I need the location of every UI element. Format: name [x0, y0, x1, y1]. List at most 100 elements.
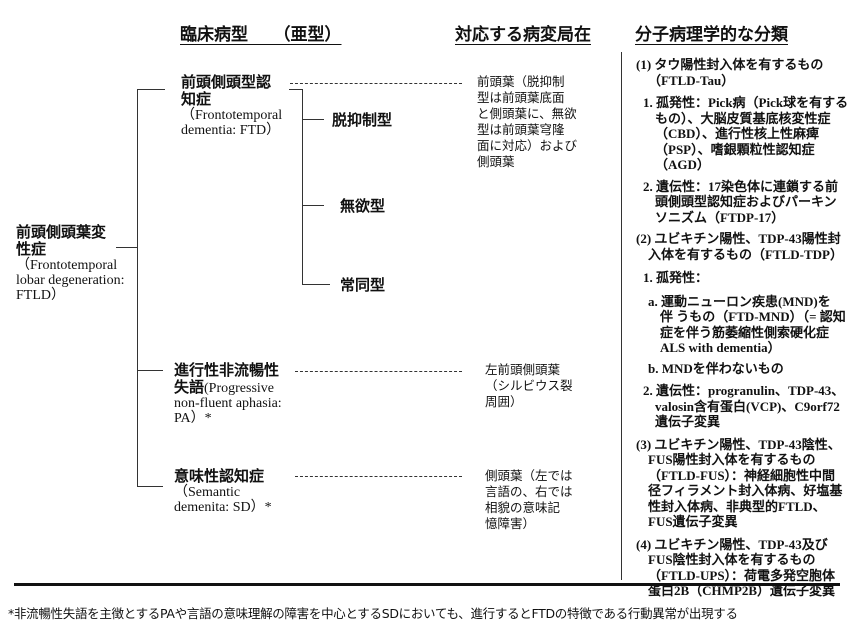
location-line: 面に対応）および	[477, 138, 578, 153]
subtype-apathy: 無欲型	[340, 197, 386, 215]
pa-english-line: (Progressive	[204, 381, 275, 396]
header-clinical-type: 臨床病型 （亜型）	[180, 25, 342, 45]
molecular-item-line: 頭側頭型認知症およびパーキン	[655, 194, 837, 209]
connector-subtype-3	[302, 284, 330, 285]
connector-trunk	[137, 89, 138, 487]
molecular-item: 2. 遺伝性：17染色体に連鎖する前頭側頭型認知症およびパーキンソニズム（FTD…	[636, 179, 848, 226]
subtype-disinhibition: 脱抑制型	[332, 111, 393, 129]
molecular-item: a. 運動ニューロン疾患(MND)を伴 うもの（FTD-MND）（= 認知症を伴…	[636, 294, 848, 356]
header-molecular-classification: 分子病理学的な分類	[635, 25, 788, 45]
molecular-item: 2. 遺伝性：progranulin、TDP-43、valosin含有蛋白(VC…	[636, 383, 848, 430]
molecular-item-line: （FTLD-UPS）：荷電多発空胞体	[648, 567, 836, 583]
root-ftld: 前頭側頭葉変 性症 （Frontotemporal lobar degenera…	[16, 223, 125, 304]
molecular-item: (2) ユビキチン陽性、TDP-43陽性封入体を有するもの（FTLD-TDP）	[636, 231, 848, 262]
molecular-item-line: もの）、大脳皮質基底核変性症	[655, 110, 831, 126]
root-english-line: （Frontotemporal	[16, 258, 118, 273]
molecular-item: b. MNDを伴わないもの	[636, 361, 848, 377]
header-lesion-location: 対応する病変局在	[455, 25, 591, 45]
connector-ftd	[137, 89, 165, 90]
column-divider	[621, 52, 622, 580]
molecular-item-line: FUS陽性封入体を有するもの	[648, 452, 816, 467]
molecular-item-line: valosin含有蛋白(VCP)、C9orf72	[655, 398, 840, 414]
location-line: 型は前頭葉底面	[477, 90, 565, 105]
molecular-item-line: 2. 遺伝性：progranulin、TDP-43、	[643, 383, 845, 398]
molecular-item-line: 1. 孤発性：	[643, 270, 709, 285]
molecular-item-line: (1) タウ陽性封入体を有するもの	[636, 57, 824, 72]
node-ftd: 前頭側頭型認 知症 （Frontotemporal dementia: FTD）	[181, 73, 283, 139]
location-line: 憶障害）	[485, 516, 536, 531]
subtype-stereotypic: 常同型	[340, 276, 386, 294]
molecular-item-line: 伴 うもの（FTD-MND）（= 認知	[660, 309, 846, 324]
molecular-item-line: （PSP）、嗜銀顆粒性認知症	[655, 141, 815, 157]
molecular-item-line: b. MNDを伴わないもの	[648, 360, 784, 376]
connector-ftd-sub	[289, 89, 302, 90]
connector-pa	[137, 370, 163, 371]
location-sd: 側頭葉（左では 言語の、右では 相貌の意味記 憶障害）	[485, 468, 573, 532]
root-title-line: 性症	[16, 240, 47, 258]
ftd-title-line: 知症	[181, 90, 212, 108]
molecular-item-line: 症を伴う筋萎縮性側索硬化症	[660, 324, 830, 340]
root-english-line: lobar degeneration:	[16, 273, 125, 288]
molecular-item-line: （FTLD-FUS）：神経細胞性中間	[648, 467, 836, 483]
molecular-item-line: 2. 遺伝性：17染色体に連鎖する前	[643, 178, 839, 194]
root-title-line: 前頭側頭葉変	[16, 223, 107, 241]
molecular-item-line: a. 運動ニューロン疾患(MND)を	[648, 293, 831, 309]
node-sd: 意味性認知症 （Semantic demenita: SD）*	[174, 467, 272, 516]
molecular-item-line: (2) ユビキチン陽性、TDP-43陽性封	[636, 231, 841, 246]
ftd-title-line: 前頭側頭型認	[181, 73, 272, 91]
ftd-english-line: （Frontotemporal	[181, 108, 283, 123]
connector-subtype-2	[302, 205, 324, 206]
location-line: 側頭葉（左では	[485, 468, 573, 483]
location-line: （シルビウス裂	[485, 378, 573, 393]
connector-sd	[137, 486, 163, 487]
sd-title-line: 意味性認知症	[174, 467, 265, 485]
molecular-item: (1) タウ陽性封入体を有するもの（FTLD-Tau）	[636, 57, 848, 88]
node-pa: 進行性非流暢性 失語(Progressive non-fluent aphasi…	[174, 361, 282, 427]
molecular-item: (3) ユビキチン陽性、TDP-43陰性、FUS陽性封入体を有するもの（FTLD…	[636, 437, 848, 530]
dashed-link-sd	[295, 476, 462, 477]
ftd-english-line: dementia: FTD）	[181, 123, 281, 138]
location-line: 相貌の意味記	[485, 500, 561, 515]
molecular-item: 1. 孤発性：Pick病（Pick球を有するもの）、大脳皮質基底核変性症（CBD…	[636, 95, 848, 173]
molecular-item-line: ソニズム（FTDP-17）	[655, 209, 785, 225]
molecular-item-line: 性封入体病、非典型的FTLD、	[648, 498, 826, 514]
molecular-item-line: FUS遺伝子変異	[648, 514, 738, 529]
molecular-classification-list: (1) タウ陽性封入体を有するもの（FTLD-Tau） 1. 孤発性：Pick病（…	[636, 57, 848, 599]
molecular-item-line: （FTLD-Tau）	[648, 72, 735, 88]
location-line: 側頭葉	[477, 154, 515, 169]
footer-rule	[14, 583, 840, 586]
molecular-item: 1. 孤発性：	[636, 270, 848, 286]
connector-root	[116, 247, 138, 248]
location-line: 言語の、右では	[485, 484, 573, 499]
molecular-item-line: （AGD）	[655, 157, 710, 172]
molecular-item-line: 入体を有するもの（FTLD-TDP）	[648, 246, 844, 262]
location-line: 型は前頭葉穹隆	[477, 122, 565, 137]
connector-subtype-trunk	[302, 89, 303, 285]
location-line: 左前頭側頭葉	[485, 362, 561, 377]
location-ftd: 前頭葉（脱抑制 型は前頭葉底面 と側頭葉に、無欲 型は前頭葉穹隆 面に対応）およ…	[477, 74, 577, 170]
dashed-link-ftd	[290, 83, 462, 84]
molecular-item-line: 蛋白2B（CHMP2B）遺伝子変異	[648, 583, 836, 598]
root-english-line: FTLD）	[16, 288, 65, 303]
sd-english-line: （Semantic	[174, 485, 241, 500]
connector-subtype-1	[302, 119, 324, 120]
location-line: 周囲）	[485, 394, 523, 409]
location-line: と側頭葉に、無欲	[477, 106, 577, 121]
molecular-item-line: (3) ユビキチン陽性、TDP-43陰性、	[636, 436, 841, 452]
molecular-item-line: (4) ユビキチン陽性、TDP-43及び	[636, 536, 828, 552]
dashed-link-pa	[295, 371, 462, 372]
pa-english-line: PA）*	[174, 411, 212, 426]
molecular-item-line: 遺伝子変異	[655, 414, 721, 429]
footnote: *非流暢性失語を主徴とするPAや言語の意味理解の障害を中心とするSDにおいても、…	[8, 606, 738, 621]
molecular-item-line: FUS陰性封入体を有するもの	[648, 552, 816, 567]
pa-english-line: non-fluent aphasia:	[174, 396, 282, 411]
location-pa: 左前頭側頭葉 （シルビウス裂 周囲）	[485, 362, 573, 410]
pa-title-line: 失語	[174, 378, 205, 396]
molecular-item-line: ALS with dementia）	[660, 340, 781, 355]
molecular-item-line: 径フィラメント封入体病、好塩基	[648, 483, 843, 498]
pa-title-line: 進行性非流暢性	[174, 361, 280, 379]
molecular-item-line: （CBD）、進行性核上性麻痺	[655, 126, 819, 141]
location-line: 前頭葉（脱抑制	[477, 74, 565, 89]
sd-english-line: demenita: SD）*	[174, 500, 272, 515]
